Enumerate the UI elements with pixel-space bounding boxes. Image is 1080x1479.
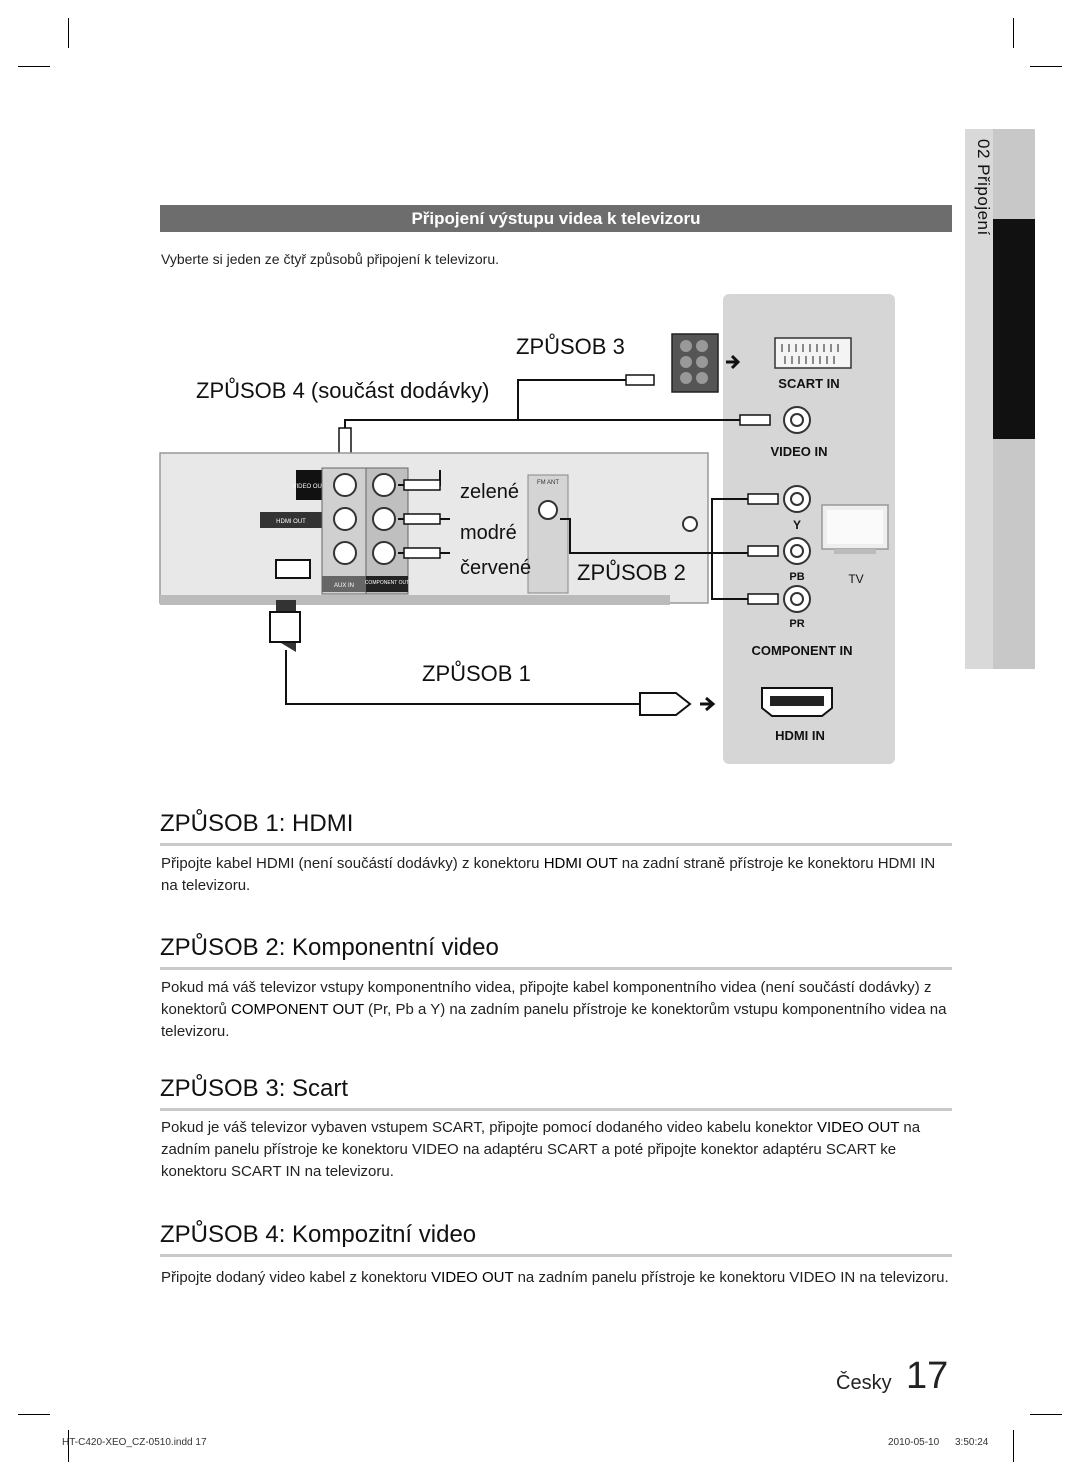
chapter-side-tab: 02 Připojení: [965, 129, 1035, 669]
section-header: Připojení výstupu videa k televizoru: [160, 205, 952, 232]
method3-label: ZPŮSOB 3: [516, 334, 625, 359]
connection-diagram: SCART IN VIDEO IN Y PB PR COMPONENT IN T…: [159, 294, 895, 764]
hdmi-in-label: HDMI IN: [775, 728, 825, 743]
video-in-label: VIDEO IN: [770, 444, 827, 459]
component-in-label: COMPONENT IN: [751, 643, 852, 658]
section-title-method2: ZPŮSOB 2: Komponentní video: [160, 934, 952, 970]
page-number: 17: [906, 1355, 949, 1397]
footer-language: Česky: [836, 1372, 892, 1394]
body-text: Pokud je váš televizor vybaven vstupem S…: [161, 1119, 817, 1136]
section-title-method4: ZPŮSOB 4: Kompozitní video: [160, 1221, 952, 1257]
aux-in-label: AUX IN: [334, 583, 354, 589]
side-tab-label: 02 Připojení: [974, 139, 993, 236]
fm-ant-label: FM ANT: [537, 480, 559, 486]
component-out-label: COMPONENT OUT: [365, 580, 409, 586]
blue-label: modré: [460, 522, 517, 544]
red-label: červené: [460, 557, 531, 579]
body-emphasis: VIDEO OUT: [816, 1119, 900, 1136]
player-rear-panel: [159, 452, 709, 604]
section-body-method3: Pokud je váš televizor vybaven vstupem S…: [161, 1117, 951, 1183]
body-text: na zadním panelu přístroje ke konektoru …: [513, 1269, 949, 1286]
body-text: (Pr, Pb a Y) na zadním panelu přístroje …: [161, 1001, 947, 1040]
component-pr-label: PR: [789, 618, 804, 630]
section-title-method3: ZPŮSOB 3: Scart: [160, 1075, 952, 1111]
body-emphasis: COMPONENT OUT: [231, 1001, 364, 1018]
body-text: Připojte kabel HDMI (není součástí dodáv…: [161, 855, 544, 872]
crop-mark: [18, 66, 50, 67]
video-out-label: VIDEO OUT: [292, 484, 325, 490]
section-body-method4: Připojte dodaný video kabel z konektoru …: [161, 1267, 951, 1289]
crop-mark: [68, 18, 69, 48]
footer-date: 2010-05-10: [888, 1437, 940, 1448]
crop-mark: [68, 1430, 69, 1462]
section-title-method1: ZPŮSOB 1: HDMI: [160, 810, 952, 846]
section-body-method2: Pokud má váš televizor vstupy komponentn…: [161, 977, 951, 1043]
hdmi-out-label: HDMI OUT: [276, 519, 306, 525]
crop-mark: [1030, 1414, 1062, 1415]
body-emphasis: HDMI OUT: [543, 855, 618, 872]
body-text: Připojte dodaný video kabel z konektoru: [161, 1269, 432, 1286]
component-pb-label: PB: [789, 571, 804, 583]
crop-mark: [18, 1414, 50, 1415]
tv-icon: [821, 504, 889, 554]
tv-panel: [723, 294, 895, 764]
intro-text: Vyberte si jeden ze čtyř způsobů připoje…: [161, 251, 499, 267]
footer-time: 3:50:24: [955, 1437, 989, 1448]
crop-mark: [1013, 18, 1014, 48]
green-label: zelené: [460, 481, 519, 503]
tv-label: TV: [848, 572, 863, 586]
crop-mark: [1013, 1430, 1014, 1462]
side-tab-marker: [993, 219, 1035, 439]
crop-mark: [1030, 66, 1062, 67]
method1-label: ZPŮSOB 1: [422, 661, 531, 686]
component-y-label: Y: [793, 518, 801, 532]
scart-adapter: [671, 333, 719, 393]
footer-filename: HT-C420-XEO_CZ-0510.indd 17: [62, 1437, 207, 1448]
hdmi-out-port: [275, 559, 311, 579]
body-text: Pokud má váš televizor vstupy komponentn…: [161, 979, 932, 1018]
method4-label: ZPŮSOB 4 (součást dodávky): [196, 378, 489, 403]
body-text: na zadním panelu přístroje ke konektoru …: [161, 1119, 921, 1180]
scart-in-label: SCART IN: [778, 376, 839, 391]
body-text: na zadní straně přístroje ke konektoru H…: [161, 855, 936, 894]
method2-label: ZPŮSOB 2: [577, 560, 686, 585]
section-body-method1: Připojte kabel HDMI (není součástí dodáv…: [161, 853, 951, 897]
body-emphasis: VIDEO OUT: [431, 1269, 514, 1286]
